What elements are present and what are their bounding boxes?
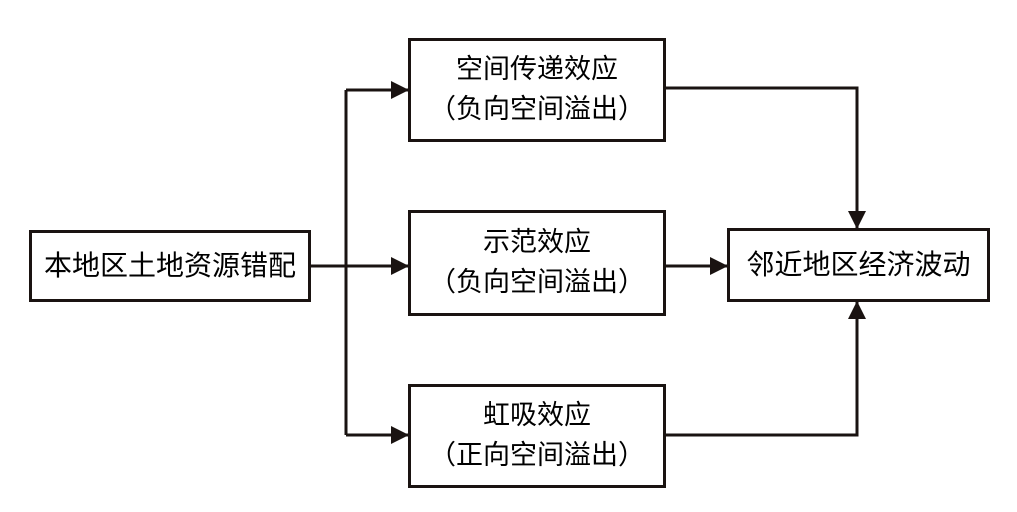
target-node-box: 邻近地区经济波动 bbox=[727, 228, 990, 302]
effect-title: 示范效应 bbox=[483, 227, 591, 258]
arrow-bottom-effect-to-target bbox=[666, 301, 866, 437]
target-node-label: 邻近地区经济波动 bbox=[746, 248, 971, 281]
effect-note: （负向空间溢出） bbox=[429, 94, 645, 125]
effect-note: （负向空间溢出） bbox=[429, 267, 645, 298]
source-node-label: 本地区土地资源错配 bbox=[43, 249, 296, 282]
effect-node-demonstration: 示范效应 （负向空间溢出） bbox=[408, 210, 666, 316]
effect-title: 虹吸效应 bbox=[483, 400, 591, 431]
arrow-top-effect-to-target bbox=[666, 86, 866, 229]
effect-title: 空间传递效应 bbox=[456, 54, 618, 85]
source-node-box: 本地区土地资源错配 bbox=[29, 230, 311, 302]
effect-node-siphon: 虹吸效应 （正向空间溢出） bbox=[408, 384, 666, 488]
effect-note: （正向空间溢出） bbox=[429, 440, 645, 471]
effect-node-spatial-transmission: 空间传递效应 （负向空间溢出） bbox=[408, 38, 666, 142]
